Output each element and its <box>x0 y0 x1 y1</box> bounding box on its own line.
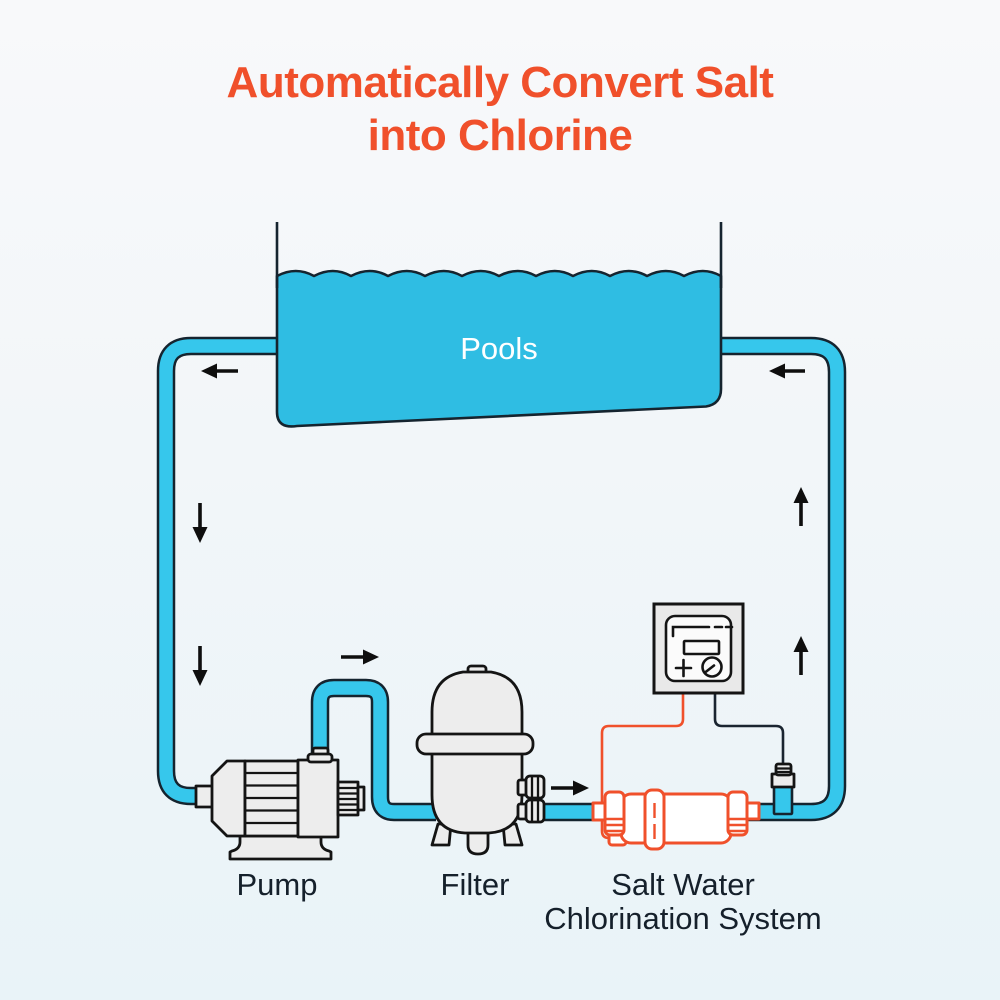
pump-illustration <box>194 746 366 861</box>
dial-pointer <box>703 664 716 674</box>
chlorination-system-label: Salt Water Chlorination System <box>544 867 822 936</box>
filter-bottom-stub <box>466 826 490 856</box>
cell-collar-right <box>726 790 749 837</box>
cell-center-band <box>643 788 666 851</box>
pipe-pump-to-filter-water <box>313 681 436 819</box>
filter-label: Filter <box>440 867 510 902</box>
pipe-right-loop <box>543 336 847 822</box>
flow-sensor <box>770 762 796 816</box>
filter-fitting-lower <box>516 798 546 824</box>
filter-illustration <box>415 664 546 856</box>
dial-knob-icon <box>701 656 723 678</box>
pump-top-nut-wide <box>306 752 334 764</box>
screen-icon <box>682 639 721 656</box>
flow-arrow-right-filter-cell <box>551 780 589 796</box>
pump-label: Pump <box>236 867 318 902</box>
wire-panel-to-cell <box>600 692 685 840</box>
pipe-circuit <box>156 336 847 822</box>
pool-tank <box>275 222 723 428</box>
pump-shaft-rib-lines <box>338 786 358 812</box>
flow-arrow-left-top-right <box>769 363 805 379</box>
flow-arrow-right-pump-filter <box>341 649 379 665</box>
pipe-left-loop <box>156 336 281 806</box>
control-panel <box>652 602 745 695</box>
sensor-cap-lines <box>776 767 791 774</box>
flow-arrow-up-upper <box>793 487 809 526</box>
flow-arrows <box>192 363 809 796</box>
sensor-body <box>772 784 794 816</box>
pump-end-block <box>296 758 340 839</box>
chlorinator-cell-illustration <box>591 788 761 851</box>
flow-arrow-down-lower <box>192 646 208 686</box>
pipe-right-loop-water <box>543 339 844 819</box>
wire-panel-to-sensor <box>713 692 785 766</box>
pump-shaft-tip <box>356 785 366 812</box>
pump-nose <box>210 759 247 838</box>
cell-body <box>619 792 733 845</box>
cell-collar-left <box>603 790 626 837</box>
pipe-left-loop-water <box>159 339 281 803</box>
flow-arrow-up-lower <box>793 636 809 675</box>
flow-arrow-left-top <box>201 363 238 379</box>
filter-clamp-band <box>415 732 535 756</box>
status-line-icon <box>671 625 711 638</box>
plus-icon <box>674 658 693 678</box>
pump-base <box>228 834 333 861</box>
pump-fins <box>245 771 298 825</box>
flow-arrow-down-upper <box>192 503 208 543</box>
page-title: Automatically Convert Salt into Chlorine <box>226 58 774 160</box>
filter-fitting-upper <box>516 774 546 800</box>
pool-label: Pools <box>460 331 538 366</box>
